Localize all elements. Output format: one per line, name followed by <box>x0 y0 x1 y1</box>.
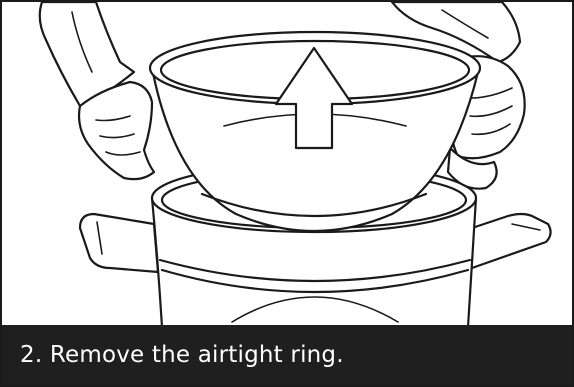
step-illustration <box>2 2 572 327</box>
caption-bar: 2. Remove the airtight ring. <box>2 325 572 385</box>
step-caption: 2. Remove the airtight ring. <box>2 342 344 368</box>
